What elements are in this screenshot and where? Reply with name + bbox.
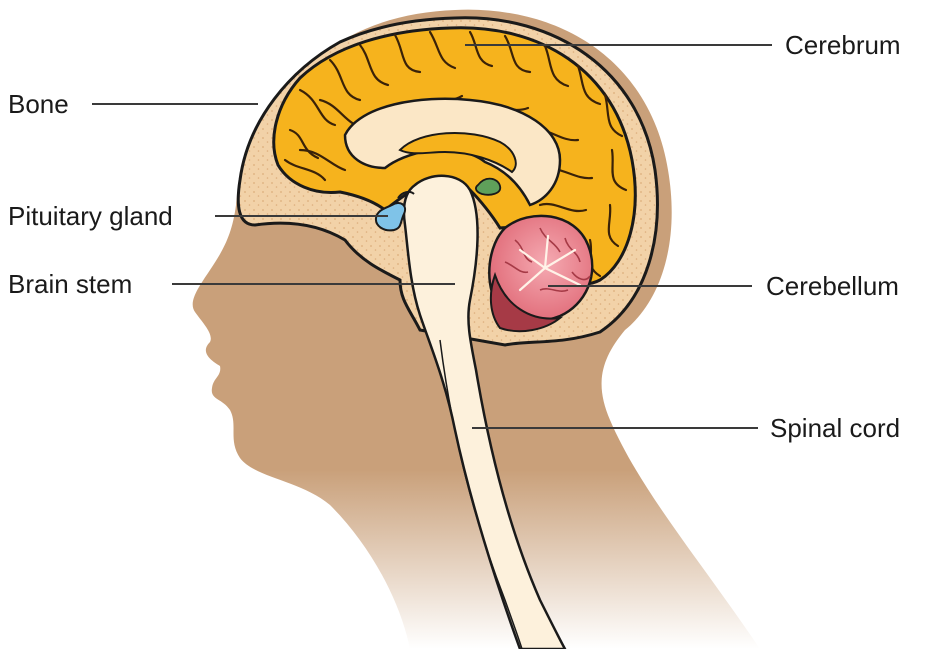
brain-stem-label: Brain stem	[8, 269, 132, 299]
cerebrum-label: Cerebrum	[785, 30, 901, 60]
cerebellum-label: Cerebellum	[766, 271, 899, 301]
pituitary-gland-label: Pituitary gland	[8, 201, 173, 231]
spinal-cord-label: Spinal cord	[770, 413, 900, 443]
bone-label: Bone	[8, 89, 69, 119]
